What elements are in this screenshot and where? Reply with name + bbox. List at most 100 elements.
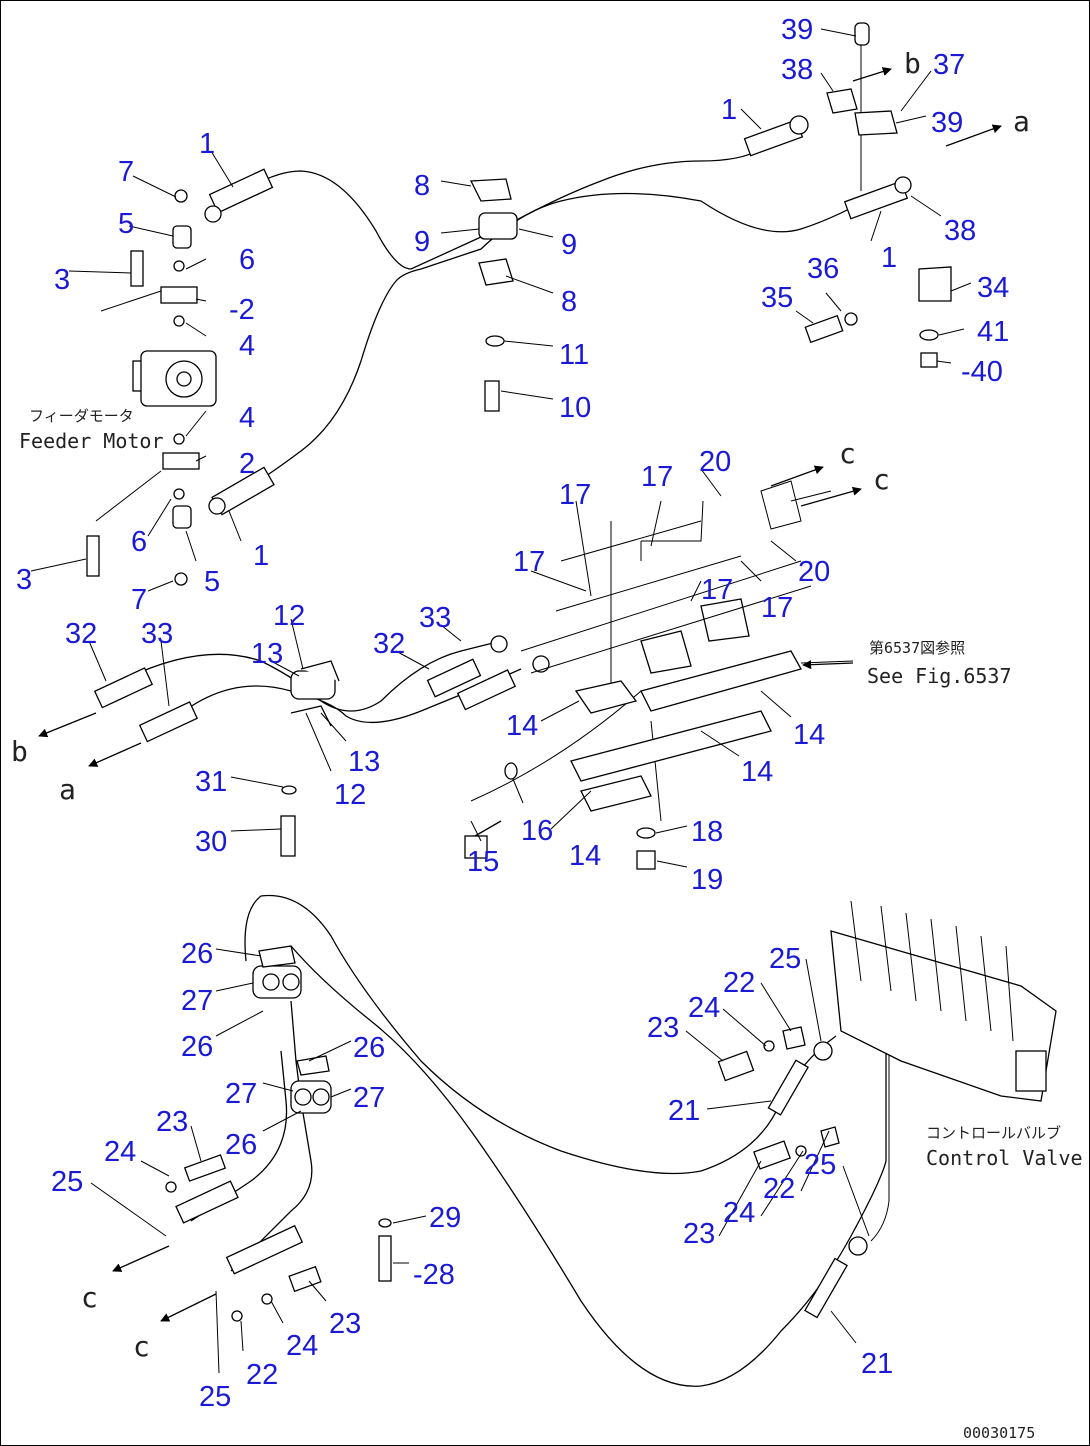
- callout-3: 3: [54, 264, 70, 296]
- callout-26: 26: [225, 1129, 257, 1161]
- callout-14: 14: [793, 719, 825, 751]
- callout-1: 1: [721, 94, 737, 126]
- callout-2: -2: [229, 294, 255, 326]
- connection-letter-c: c: [873, 463, 890, 496]
- callout-39: 39: [781, 14, 813, 46]
- callout-36: 36: [807, 253, 839, 285]
- callout-16: 16: [521, 815, 553, 847]
- callout-5: 5: [204, 566, 220, 598]
- callout-1: 1: [881, 242, 897, 274]
- hose-fittings: [93, 115, 912, 1319]
- callout-14: 14: [569, 840, 601, 872]
- callout-23: 23: [156, 1106, 188, 1138]
- callout-14: 14: [741, 756, 773, 788]
- callout-10: 10: [559, 392, 591, 424]
- callout-33: 33: [419, 602, 451, 634]
- callout-9: 9: [561, 229, 577, 261]
- callout-18: 18: [691, 816, 723, 848]
- callout-17: 17: [701, 574, 733, 606]
- callout-12: 12: [334, 779, 366, 811]
- connection-letter-c: c: [839, 437, 856, 470]
- control-valve-jp-label: コントロールバルブ: [926, 1124, 1061, 1142]
- callout-32: 32: [373, 628, 405, 660]
- callout-22: 22: [763, 1173, 795, 1205]
- callout-23: 23: [329, 1308, 361, 1340]
- callout-25: 25: [199, 1381, 231, 1413]
- callout-3: 3: [16, 564, 32, 596]
- callout-38: 38: [944, 215, 976, 247]
- callout-22: 22: [246, 1359, 278, 1391]
- callout-35: 35: [761, 282, 793, 314]
- callout-19: 19: [691, 864, 723, 896]
- callout-17: 17: [513, 546, 545, 578]
- callout-21: 21: [861, 1348, 893, 1380]
- callout-17: 17: [641, 461, 673, 493]
- callout-2: 2: [239, 448, 255, 480]
- callout-41: 41: [977, 316, 1009, 348]
- callout-5: 5: [118, 208, 134, 240]
- callout-26: 26: [353, 1032, 385, 1064]
- callout-13: 13: [348, 746, 380, 778]
- callout-4: 4: [239, 330, 255, 362]
- callout-25: 25: [769, 943, 801, 975]
- callout-27: 27: [353, 1082, 385, 1114]
- connection-letter-b: b: [11, 735, 28, 768]
- connection-letter-b: b: [904, 47, 921, 80]
- callout-8: 8: [414, 170, 430, 202]
- callout-15: 15: [467, 846, 499, 878]
- callout-8: 8: [561, 286, 577, 318]
- callout-6: 6: [239, 244, 255, 276]
- clamps-and-hardware: [280, 22, 952, 870]
- annotation-labels: フィーダモータ Feeder Motor 第6537図参照 See Fig.65…: [19, 407, 1083, 1442]
- callout-17: 17: [559, 479, 591, 511]
- callout-4: 4: [239, 402, 255, 434]
- callout-26: 26: [181, 1031, 213, 1063]
- connection-letter-a: a: [59, 773, 76, 806]
- callout-1: 1: [253, 540, 269, 572]
- callout-23: 23: [683, 1218, 715, 1250]
- callout-27: 27: [181, 985, 213, 1017]
- callout-13: 13: [251, 638, 283, 670]
- callout-17: 17: [761, 592, 793, 624]
- feeder-motor-en-label: Feeder Motor: [19, 429, 164, 453]
- callout-14: 14: [506, 710, 538, 742]
- callout-34: 34: [977, 272, 1009, 304]
- callout-30: 30: [195, 826, 227, 858]
- callout-6: 6: [131, 526, 147, 558]
- callout-21: 21: [668, 1095, 700, 1127]
- clamp-block-lower: [165, 945, 392, 1322]
- callout-24: 24: [723, 1197, 755, 1229]
- document-code: 00030175: [963, 1424, 1035, 1442]
- callout-7: 7: [131, 584, 147, 616]
- callout-12: 12: [273, 600, 305, 632]
- leader-lines: [30, 28, 1002, 1374]
- callout-24: 24: [688, 992, 720, 1024]
- callout-39: 39: [931, 107, 963, 139]
- callout-9: 9: [414, 226, 430, 258]
- callout-26: 26: [181, 938, 213, 970]
- callout-1: 1: [199, 128, 215, 160]
- callout-33: 33: [141, 618, 173, 650]
- connection-letter-a: a: [1013, 105, 1030, 138]
- feeder-motor-assembly: [86, 189, 217, 586]
- callout-27: 27: [225, 1078, 257, 1110]
- callout-24: 24: [286, 1330, 318, 1362]
- connection-letter-c: c: [133, 1330, 150, 1363]
- callout-37: 37: [933, 49, 965, 81]
- see-fig-jp-label: 第6537図参照: [869, 639, 965, 657]
- connection-letter-c: c: [81, 1281, 98, 1314]
- callout-20: 20: [699, 446, 731, 478]
- callout-28: -28: [413, 1259, 455, 1291]
- callout-22: 22: [723, 967, 755, 999]
- callout-38: 38: [781, 54, 813, 86]
- callout-25: 25: [804, 1149, 836, 1181]
- callout-25: 25: [51, 1166, 83, 1198]
- callout-29: 29: [429, 1202, 461, 1234]
- callout-23: 23: [647, 1012, 679, 1044]
- callout-7: 7: [118, 156, 134, 188]
- callout-11: 11: [559, 339, 589, 371]
